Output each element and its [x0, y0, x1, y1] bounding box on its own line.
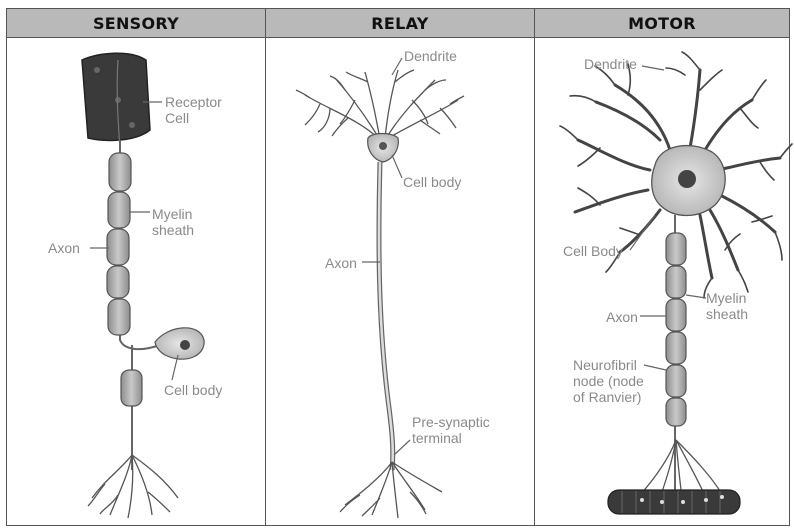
label-sensory-cell-body: Cell body: [164, 382, 222, 398]
receptor-cell: [82, 53, 150, 140]
label-presynaptic-terminal: Pre-synaptic terminal: [412, 414, 512, 446]
motor-terminals: [640, 440, 722, 498]
muscle-fiber: [608, 490, 740, 514]
label-motor-myelin-sheath: Myelin sheath: [706, 290, 762, 322]
label-relay-cell-body: Cell body: [403, 174, 461, 190]
label-receptor-cell: Receptor Cell: [165, 94, 245, 126]
label-relay-axon: Axon: [325, 255, 357, 271]
label-motor-dendrite: Dendrite: [584, 56, 637, 72]
label-sensory-axon: Axon: [48, 240, 80, 256]
label-motor-cell-body: Cell Body: [563, 243, 623, 259]
motor-myelin: [666, 233, 686, 426]
label-relay-dendrite: Dendrite: [404, 48, 457, 64]
relay-neuron: [296, 70, 464, 518]
relay-terminals: [340, 462, 442, 518]
sensory-cell-body: [155, 328, 204, 359]
sensory-myelin: [107, 153, 131, 335]
sensory-terminals: [88, 455, 178, 518]
relay-dendrites: [296, 70, 464, 140]
label-motor-axon: Axon: [606, 309, 638, 325]
motor-neuron: [560, 52, 792, 514]
label-sensory-myelin-sheath: Myelin sheath: [152, 206, 212, 238]
label-neurofibril-node: Neurofibril node (node of Ranvier): [573, 357, 655, 405]
